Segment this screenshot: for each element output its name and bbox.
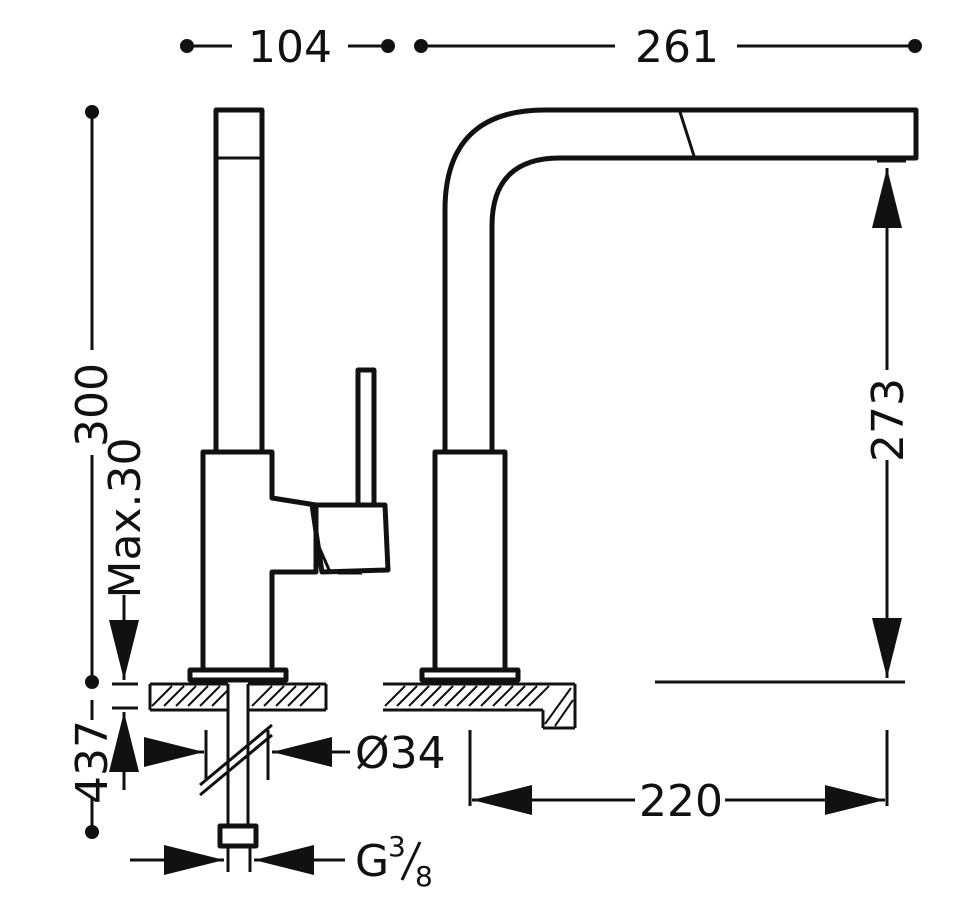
dimension-max30: Max.30 <box>100 438 151 790</box>
dimension-reach: 220 <box>468 730 889 827</box>
dim-thread-denominator: 8 <box>415 860 433 893</box>
dimension-thread: G 3 8 <box>130 830 433 893</box>
dim-300-label: 300 <box>67 363 118 447</box>
counter-right-hatch <box>383 682 577 730</box>
dimension-top-right: 261 <box>414 22 922 73</box>
faucet-front-view <box>383 107 919 730</box>
dim-437-label: 437 <box>67 720 118 804</box>
dim-273-label: 273 <box>863 378 914 462</box>
dim-261-label: 261 <box>635 22 719 73</box>
counter-left-hatch <box>148 682 328 712</box>
dim-max30-label: Max.30 <box>100 438 151 599</box>
dimension-spout-height: 273 <box>655 168 914 684</box>
faucet-side-view <box>148 107 391 849</box>
dim-diameter-label: Ø34 <box>355 728 446 779</box>
dim-104-label: 104 <box>248 22 332 73</box>
dimension-left-437: 437 <box>67 700 118 839</box>
dim-220-label: 220 <box>639 776 723 827</box>
dimension-top-left: 104 <box>180 22 395 73</box>
dim-thread-label: G <box>355 836 389 887</box>
dimension-left-300: 300 <box>67 105 118 689</box>
dim-thread-numerator: 3 <box>388 830 406 863</box>
dimension-diameter: Ø34 <box>144 728 446 779</box>
